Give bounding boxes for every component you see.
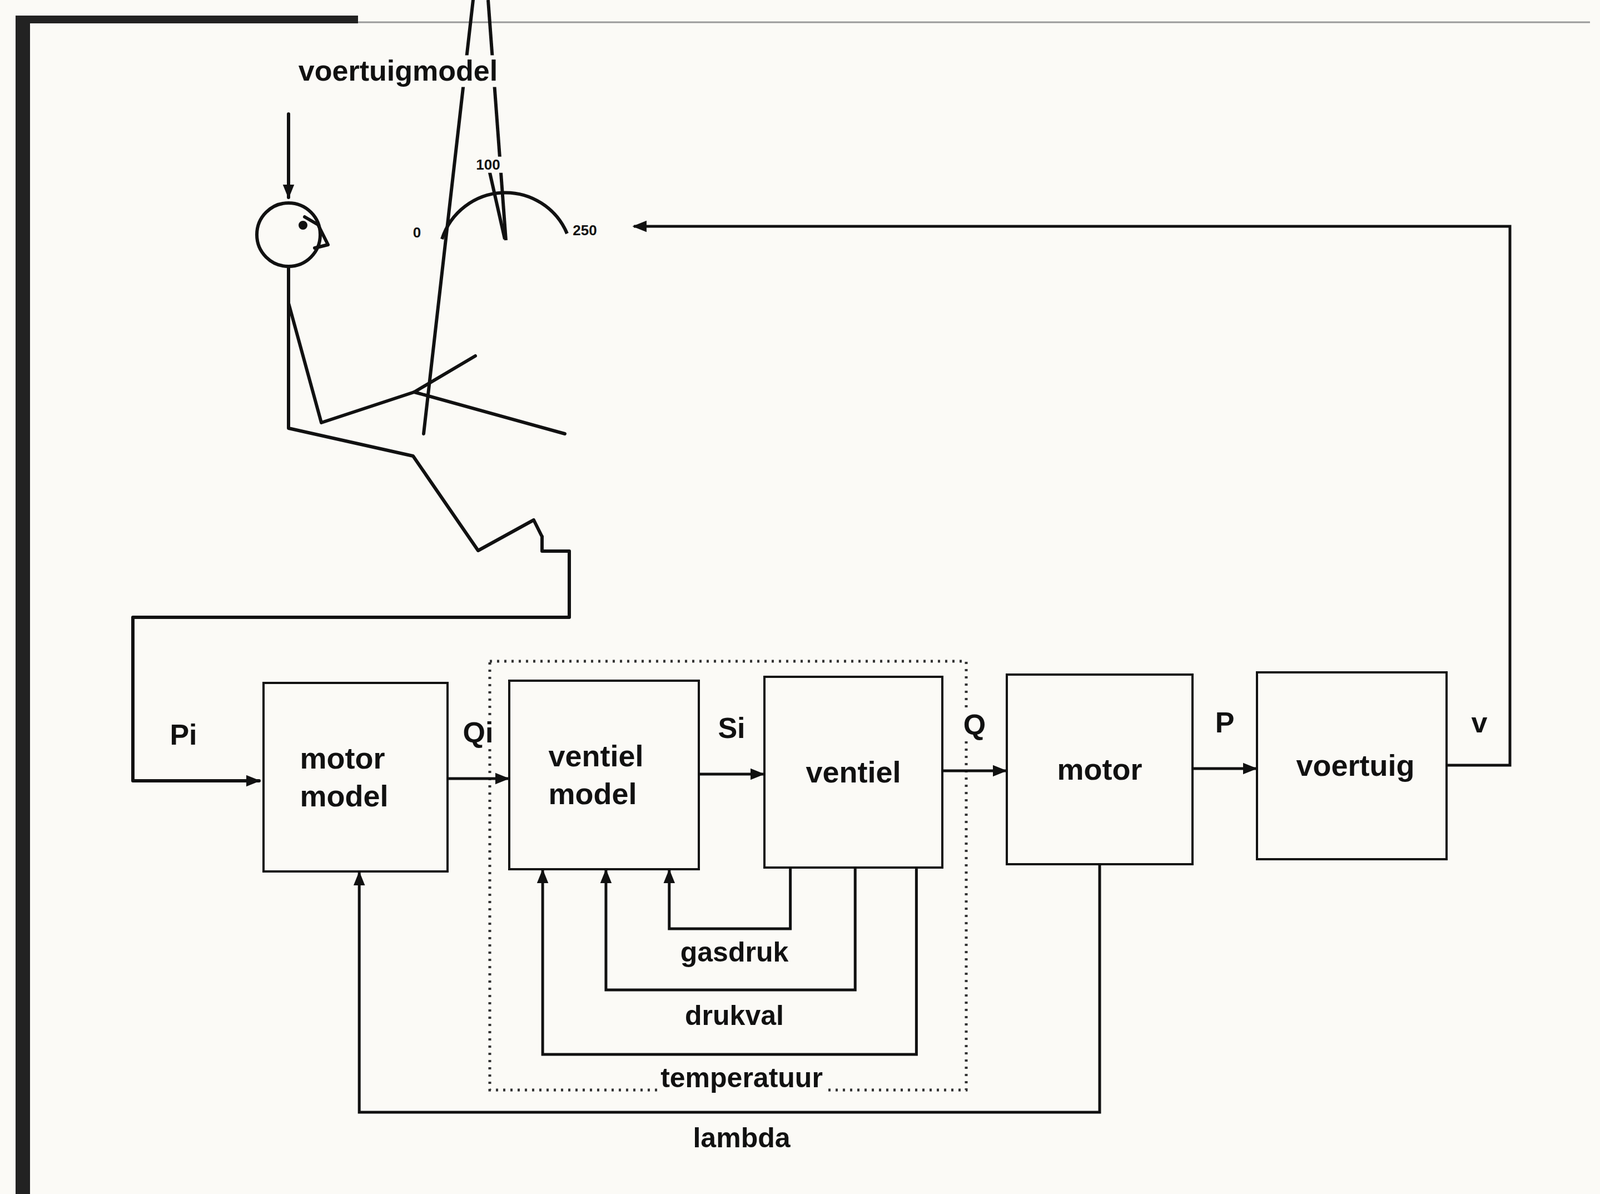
- process-box: voertuig: [1255, 671, 1448, 861]
- box-label: ventiel model: [548, 737, 660, 813]
- signal-name: Pi: [166, 718, 201, 751]
- signal-connector: [1193, 767, 1256, 770]
- model-box: ventiel model: [508, 679, 700, 871]
- signal-label: drukval: [681, 1000, 788, 1031]
- signal-label: P: [1211, 706, 1239, 739]
- signal-connector: [359, 865, 1100, 1112]
- process-box: ventiel: [763, 675, 944, 869]
- driver-figure: [132, 0, 570, 781]
- signal-label: temperatuur: [657, 1062, 827, 1093]
- gauge-number: 100: [472, 156, 504, 173]
- signal-label: lambda: [689, 1122, 794, 1154]
- gauge-number: 250: [569, 222, 600, 239]
- signal-connector: [669, 868, 791, 929]
- signal-name: v: [1468, 706, 1492, 739]
- signal-label: Si: [714, 712, 749, 744]
- gauge-number: 0: [409, 224, 425, 241]
- title-label: voertuigmodel: [295, 55, 501, 87]
- box-label: voertuig: [1296, 746, 1408, 785]
- signal-label: gasdruk: [677, 936, 793, 968]
- model-box: motor model: [262, 681, 449, 873]
- signal-connector: [943, 769, 1006, 773]
- signal-connector: [699, 772, 764, 776]
- box-label: motor: [1057, 750, 1143, 789]
- signal-connector: [448, 777, 509, 780]
- box-label: ventiel: [805, 753, 901, 792]
- signal-label: Qi: [459, 716, 498, 749]
- box-label: motor model: [300, 739, 412, 815]
- process-box: motor: [1005, 673, 1194, 866]
- speedometer: [441, 0, 568, 241]
- signal-label: Q: [960, 708, 990, 741]
- signal-connector: [605, 868, 856, 990]
- signal-connector: [542, 868, 917, 1055]
- frame: [15, 15, 1590, 1194]
- dotted-group: [489, 661, 967, 1090]
